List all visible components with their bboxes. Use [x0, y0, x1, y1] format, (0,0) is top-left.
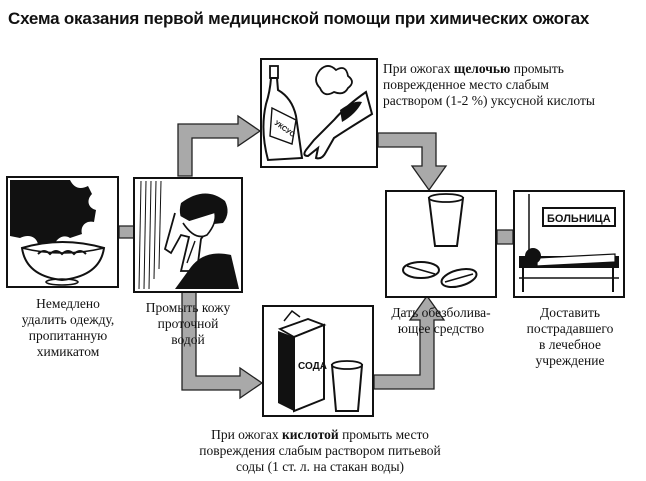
arrow-pills-to-hospital — [496, 229, 514, 245]
caption-hospital: Доставить пострадавшего в лечебное учреж… — [526, 305, 614, 368]
glass-icon — [330, 360, 364, 412]
running-water-icon — [138, 180, 162, 290]
panel-remove-clothing — [6, 176, 119, 288]
panel-hospital: БОЛЬНИЦА — [513, 190, 625, 298]
patient-on-stretcher-icon — [519, 248, 619, 292]
caption-rinse-water: Промыть кожу проточной водой — [145, 300, 231, 347]
vinegar-bottle-icon: УКСУС — [262, 65, 304, 162]
bowl-icon — [20, 241, 106, 282]
pills-icon — [402, 261, 478, 289]
soaked-clothing — [10, 180, 96, 246]
arrow-rinse-to-vinegar — [177, 114, 262, 177]
glass-icon — [427, 193, 465, 247]
hospital-sign — [542, 207, 616, 227]
panel-rinse-water — [133, 177, 243, 293]
page-title: Схема оказания первой медицинской помощи… — [8, 9, 590, 28]
caption-painkiller: Дать обезболива- ющее средство — [391, 305, 491, 336]
arrow-rinse-to-soda — [181, 291, 264, 400]
caption-remove-clothing: Немедлено удалить одежду, пропитанную хи… — [21, 296, 115, 359]
arrow-vinegar-to-pills — [377, 132, 448, 192]
soda-box-icon: СОДА — [277, 309, 327, 413]
arrow-soda-to-pills — [373, 294, 446, 390]
note-alkali-burns: При ожогах щелочью промыть поврежденное … — [383, 61, 595, 108]
note-acid-burns: При ожогах кислотой промыть место повреж… — [199, 427, 441, 474]
person-washing-icon — [163, 193, 239, 289]
panel-painkiller — [385, 190, 497, 298]
soda-label: СОДА — [298, 361, 327, 372]
hospital-label: БОЛЬНИЦА — [547, 213, 611, 225]
panel-soda-acid: СОДА — [262, 305, 374, 417]
panel-vinegar-alkali: УКСУС — [260, 58, 378, 168]
burned-hand-icon — [303, 90, 374, 160]
splash-icon — [315, 65, 353, 96]
